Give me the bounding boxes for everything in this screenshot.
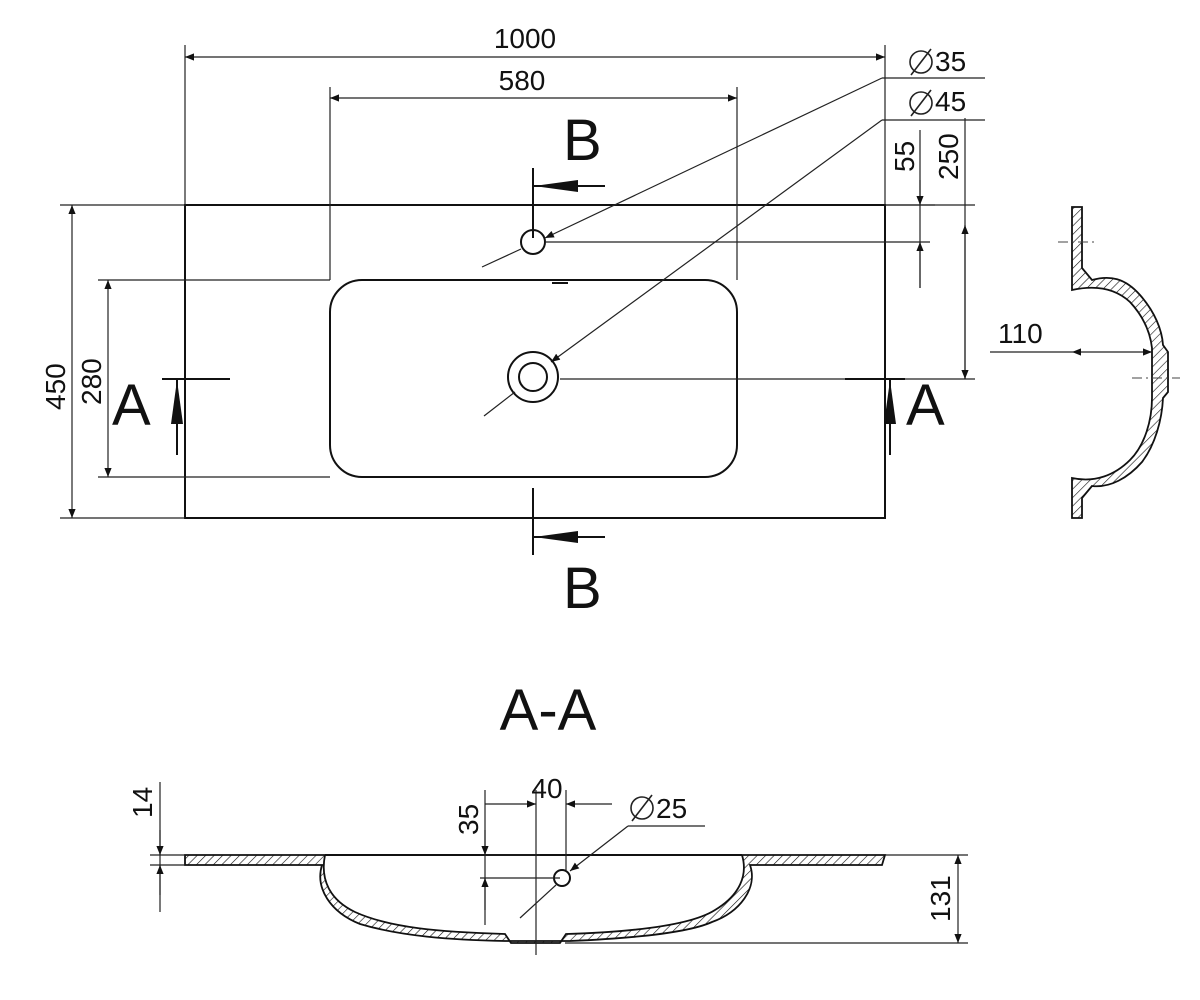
diameter-symbol-35: [909, 48, 933, 76]
dim-bowl-width: 580: [499, 65, 546, 96]
section-profile: [184, 854, 887, 944]
dim-tap-hole-diameter: 35: [935, 46, 966, 77]
section-a-left-label: A: [112, 373, 151, 438]
dim-overflow-diameter: 25: [656, 793, 687, 824]
top-view: 1000 580 35 45 55: [40, 23, 985, 621]
section-aa: A-A 14 35 40 25: [127, 678, 968, 955]
dim-overall-width: 1000: [494, 23, 556, 54]
leader-35: [544, 77, 883, 239]
dim-drain-offset: 250: [933, 133, 964, 180]
dim-overflow-offset: 40: [531, 773, 562, 804]
leader-25: [569, 825, 629, 872]
section-b-top-label: B: [563, 108, 602, 173]
dim-overall-depth: 450: [40, 363, 71, 410]
section-a-right-label: A: [906, 373, 945, 438]
dim-total-height: 131: [925, 875, 956, 922]
dim-side-bowl-depth: 110: [998, 318, 1043, 349]
section-b-bottom-label: B: [563, 556, 602, 621]
counter-outline: [184, 204, 886, 519]
leader-45: [550, 119, 883, 363]
dim-overflow-depth: 35: [453, 804, 484, 835]
diameter-symbol-45: [909, 89, 933, 117]
dim-slab-thickness: 14: [127, 787, 158, 818]
dim-bowl-depth: 280: [76, 358, 107, 405]
drain-inner: [518, 362, 548, 392]
section-aa-title: A-A: [500, 678, 597, 743]
dim-drain-diameter: 45: [935, 86, 966, 117]
diameter-symbol-25: [630, 794, 654, 822]
side-profile: [1071, 206, 1169, 519]
side-view: 110: [990, 206, 1180, 519]
drain-outer: [507, 351, 559, 403]
dim-tap-offset: 55: [889, 141, 920, 172]
